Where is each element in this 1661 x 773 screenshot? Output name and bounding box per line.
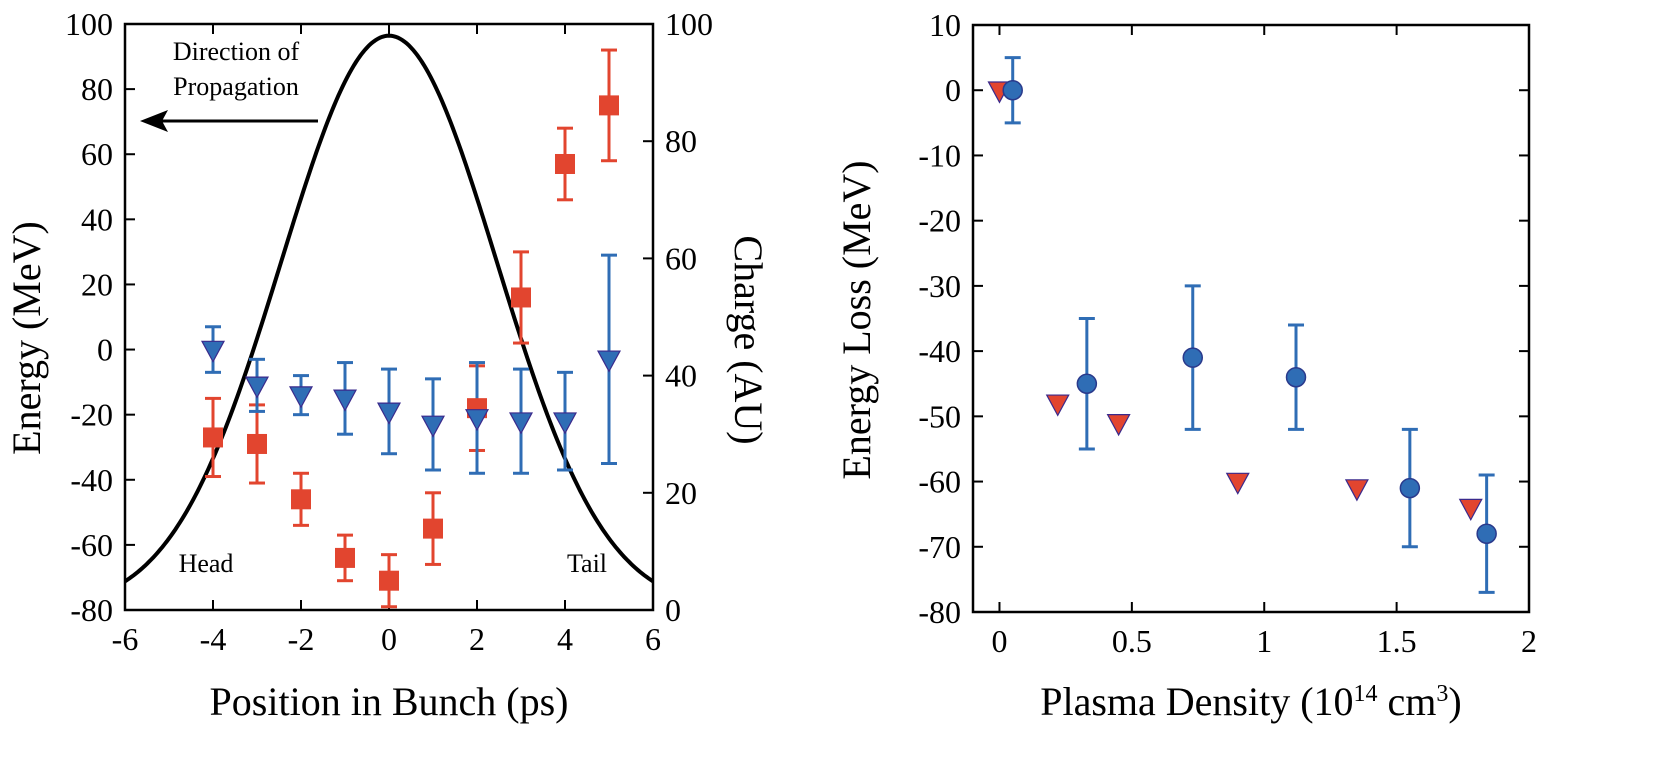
- left-y-tick-label: 0: [97, 332, 113, 368]
- right-x-tick-label: 0.5: [1112, 623, 1152, 659]
- blue-circle-point: [1076, 373, 1098, 394]
- red-square-point: [291, 489, 311, 510]
- blue-triangle-point: [376, 402, 402, 425]
- left-y-axis-title: Energy (MeV): [4, 221, 49, 455]
- right-x-tick-label: 1: [1256, 623, 1272, 659]
- right-y-tick-label: -30: [918, 268, 961, 304]
- right-y-tick-label: -80: [918, 594, 961, 630]
- right-y-axis-title: Energy Loss (MeV): [834, 160, 879, 479]
- annotation-propagation: Propagation: [173, 72, 299, 101]
- red-square-point: [511, 287, 531, 308]
- left-x-tick-label: 2: [469, 621, 485, 657]
- right-y-tick-label: 0: [945, 72, 961, 108]
- blue-circle-point: [1285, 366, 1307, 388]
- red-square-point: [203, 427, 223, 448]
- annotation-head: Head: [179, 549, 234, 578]
- blue-triangle-point: [508, 412, 534, 435]
- blue-triangle-point: [420, 415, 446, 438]
- red-square-point: [247, 433, 267, 454]
- blue-triangle-point: [244, 376, 270, 399]
- right-x-tick-label: 2: [1521, 623, 1537, 659]
- red-square-point: [423, 518, 443, 539]
- left-y-tick-label: 20: [81, 266, 113, 302]
- left-y2-tick-label: 40: [665, 358, 697, 394]
- red-triangle-point: [1458, 498, 1483, 522]
- annotation-direction: Direction of: [173, 37, 300, 66]
- left-y2-tick-label: 60: [665, 240, 697, 276]
- left-x-tick-label: 0: [381, 621, 397, 657]
- red-square-point: [599, 95, 619, 116]
- left-y-tick-label: 60: [81, 136, 113, 172]
- left-y2-axis-title: Charge (AU): [726, 235, 771, 444]
- blue-triangle-point: [200, 340, 226, 363]
- red-square-point: [335, 547, 355, 568]
- blue-circle-point: [1476, 523, 1497, 544]
- left-y-tick-label: -20: [70, 397, 113, 433]
- red-triangle-point: [1045, 394, 1070, 417]
- red-square-point: [555, 153, 575, 174]
- left-x-axis-title: Position in Bunch (ps): [210, 679, 569, 724]
- red-triangle-point: [1344, 479, 1369, 502]
- left-plot-frame: [123, 22, 655, 612]
- red-square-point: [379, 570, 399, 591]
- left-y-tick-label: 100: [65, 6, 113, 42]
- right-y-tick-label: -60: [918, 464, 961, 500]
- red-triangle-point: [1225, 472, 1250, 495]
- left-y2-tick-label: 20: [665, 475, 697, 511]
- left-y-tick-label: 40: [81, 201, 113, 237]
- charge-curve: [125, 33, 653, 584]
- left-x-tick-label: -2: [288, 621, 315, 657]
- blue-triangle-point: [288, 386, 314, 409]
- right-x-axis-title: Plasma Density (1014 cm3): [1040, 679, 1462, 724]
- red-triangle-point: [1106, 414, 1131, 437]
- right-y-tick-label: -20: [918, 203, 961, 239]
- left-x-tick-label: -6: [112, 621, 139, 657]
- blue-circle-point: [1182, 347, 1204, 368]
- blue-triangle-point: [596, 350, 622, 373]
- direction-arrow-head: [140, 110, 168, 132]
- right-x-tick-label: 0: [991, 623, 1007, 659]
- blue-triangle-point: [552, 412, 578, 435]
- left-y2-tick-label: 80: [665, 123, 697, 159]
- right-x-axis-title-part: Plasma Density (10: [1040, 679, 1353, 724]
- right-x-tick-label: 1.5: [1377, 623, 1417, 659]
- left-y2-tick-label: 0: [665, 592, 681, 628]
- right-y-tick-label: -40: [918, 333, 961, 369]
- left-y-tick-label: -40: [70, 462, 113, 498]
- left-x-tick-label: -4: [200, 621, 227, 657]
- right-y-tick-label: 10: [929, 7, 961, 43]
- annotation-tail: Tail: [567, 549, 607, 578]
- right-plot-frame: [971, 23, 1531, 614]
- blue-circle-point: [1399, 477, 1421, 499]
- blue-triangle-point: [332, 389, 358, 412]
- left-x-tick-label: 6: [645, 621, 661, 657]
- left-y2-tick-label: 100: [665, 6, 713, 42]
- right-y-tick-label: -50: [918, 398, 961, 434]
- right-x-axis-title-part: cm: [1378, 679, 1437, 724]
- left-x-tick-label: 4: [557, 621, 573, 657]
- left-y-tick-label: -60: [70, 527, 113, 563]
- right-x-axis-title-part: ): [1448, 679, 1461, 724]
- right-x-axis-title-part: 3: [1436, 681, 1448, 707]
- blue-triangle-point: [464, 409, 490, 432]
- right-x-axis-title-part: 14: [1354, 681, 1378, 707]
- blue-circle-point: [1002, 79, 1023, 101]
- right-y-tick-label: -70: [918, 529, 961, 565]
- left-y-tick-label: 80: [81, 71, 113, 107]
- left-y-tick-label: -80: [70, 592, 113, 628]
- right-y-tick-label: -10: [918, 137, 961, 173]
